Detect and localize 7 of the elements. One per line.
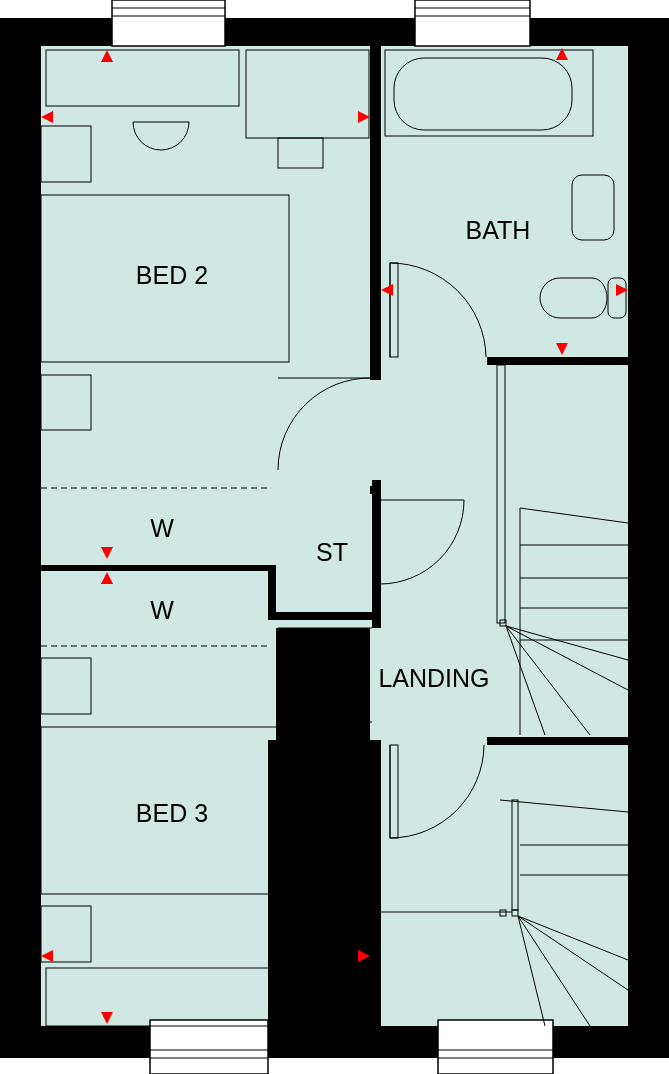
room-label: BATH <box>465 215 531 245</box>
room-label: BED 2 <box>135 260 209 290</box>
room-label: W <box>150 595 174 625</box>
room-label: LANDING <box>378 663 490 693</box>
room-label: BED 3 <box>135 798 209 828</box>
room-label: W <box>150 513 174 543</box>
room-label: ST <box>316 537 348 567</box>
